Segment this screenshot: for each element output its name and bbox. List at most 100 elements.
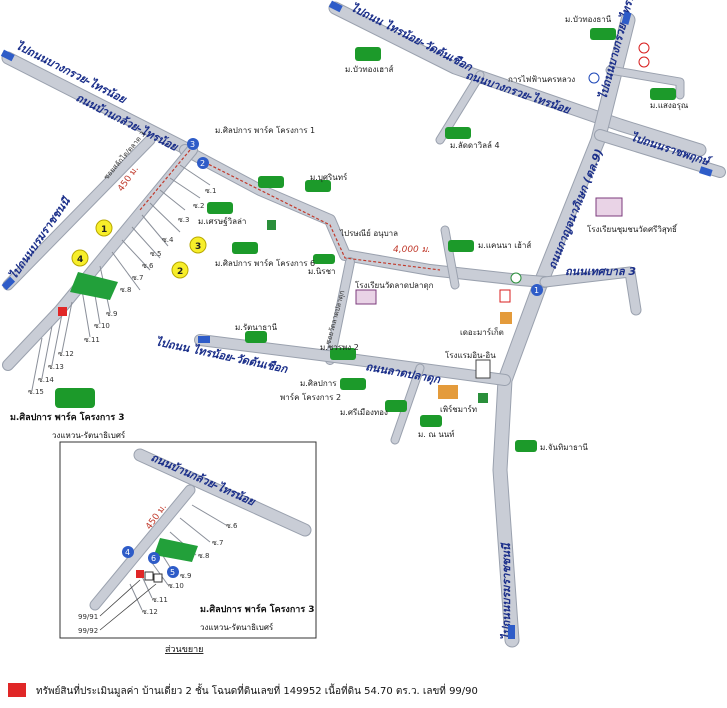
village-icon xyxy=(245,331,267,343)
soi-label: ซ.2 xyxy=(193,202,204,210)
place-label: พาร์ค โครงการ 2 xyxy=(280,392,341,402)
place-label: ม.ลัดดาวิลล์ 4 xyxy=(450,140,500,150)
inset-map: ซ.6 ซ.7 ซ.8 ซ.9 ซ.10 ซ.11 ซ.12 ถนนบ้านกล… xyxy=(59,441,317,639)
village-icon xyxy=(448,240,474,252)
soi-label: ซ.4 xyxy=(162,236,174,244)
place-label: ม.ศรีเมืองทอง xyxy=(340,408,388,417)
soi-label: ซ.10 xyxy=(94,322,110,330)
yellow-marker xyxy=(71,249,89,267)
village-icon xyxy=(515,440,537,452)
soi-label: ซ.12 xyxy=(58,350,74,358)
place-label: โรงเรียนวัดลาดปลาดุก xyxy=(355,280,434,290)
svg-text:5: 5 xyxy=(170,568,175,577)
legend: ทรัพย์สินที่ประเมินมูลค่า บ้านเดี่ยว 2 ช… xyxy=(8,683,478,697)
place-label: ม.ศิลปการ พาร์ค โครงการ 3 xyxy=(200,603,315,615)
place-label: โรงแรมอิน-อิน xyxy=(445,350,496,360)
soi-label: ซ.5 xyxy=(150,250,161,258)
place-label: เดอะมาร์เก็ต xyxy=(460,327,504,337)
soi-label: ซ.14 xyxy=(38,376,54,384)
place-label: โรงเรียนชุมชนวัดศรีวิสุทธิ์ xyxy=(587,223,678,234)
soi-label: ซ.7 xyxy=(212,539,223,547)
road-name: ไปถนน ไทรน้อย-วัดต้นเชือก xyxy=(349,0,476,74)
place-label: ม.ศิลปการ พาร์ค โครงการ 6 xyxy=(215,258,315,268)
village-icon xyxy=(355,47,381,61)
svg-text:1: 1 xyxy=(534,286,539,295)
arrow-icon xyxy=(1,276,16,291)
fuel-icon xyxy=(588,72,600,84)
blue-markers: 3 2 1 xyxy=(187,138,543,296)
village-icon xyxy=(420,415,442,427)
plot-label: 99/91 xyxy=(78,613,98,621)
village-icon xyxy=(650,88,676,100)
blue-marker xyxy=(197,157,209,169)
soi-label: ซ.7 xyxy=(132,274,143,282)
arrow-icon xyxy=(198,336,210,343)
road-name: ไปถนนบรมราชชนนี xyxy=(499,542,513,640)
place-label: เพิร์ชมาร์ท xyxy=(440,404,477,414)
store-icon xyxy=(510,272,522,284)
place-label: ม.บุศรินทร์ xyxy=(310,172,348,182)
soi-label: ซ.13 xyxy=(48,363,64,371)
village-icon xyxy=(55,388,95,408)
plot-label: 99/92 xyxy=(78,627,98,635)
svg-text:2: 2 xyxy=(200,159,205,168)
mart-icon xyxy=(438,385,458,399)
yellow-marker xyxy=(171,261,189,279)
svg-text:2: 2 xyxy=(177,267,183,277)
soi-labels: ซ.1 ซ.2 ซ.3 ซ.4 ซ.5 ซ.6 ซ.7 ซ.8 ซ.9 ซ.10… xyxy=(28,187,216,396)
place-label: ม.แคนนา เฮ้าส์ xyxy=(478,240,531,250)
yellow-markers: 1 2 3 4 xyxy=(71,219,207,279)
soi-label: ซ.9 xyxy=(106,310,117,318)
market-icon xyxy=(499,289,511,303)
place-label: ม.ศิลปการ พาร์ค โครงการ 3 xyxy=(10,411,125,423)
distance-label: 4,000 ม. xyxy=(393,245,430,255)
soi-label: ซ.15 xyxy=(28,388,44,396)
village-icon xyxy=(590,28,616,40)
place-label: ม.แสงอรุณ xyxy=(650,101,689,110)
road-name: ถนนเทศบาล 3 xyxy=(565,265,636,278)
arrow-icon xyxy=(699,166,713,177)
blue-marker xyxy=(167,566,179,578)
soi-label: ซ.11 xyxy=(152,596,168,604)
market-icon xyxy=(500,312,512,324)
soi-label: ซ.3 xyxy=(178,216,189,224)
road-name: ไปถนนบรมราชชนนี xyxy=(6,194,74,282)
blue-marker xyxy=(187,138,199,150)
svg-text:3: 3 xyxy=(190,140,195,149)
store-icon xyxy=(478,393,488,403)
inset-caption: ส่วนขยาย xyxy=(165,645,203,655)
svg-text:1: 1 xyxy=(101,225,107,235)
place-label: ม.ศิลปการ พาร์ค โครงการ 1 xyxy=(215,125,315,135)
soi-label: ซ.10 xyxy=(168,582,184,590)
place-label: ม.บัวทองธานี xyxy=(565,15,612,24)
arrow-icon xyxy=(328,0,343,13)
store-icon xyxy=(267,220,276,230)
place-label: การไฟฟ้านครหลวง xyxy=(508,75,575,84)
arrow-icon xyxy=(621,11,632,25)
soi-label: ซ.11 xyxy=(84,336,100,344)
svg-text:6: 6 xyxy=(151,554,156,563)
distance-routes: 450 ม. 4,000 ม. xyxy=(116,149,441,271)
village-icon xyxy=(385,400,407,412)
place-label: ม.จันทิมาธานี xyxy=(540,443,588,452)
inset-plot xyxy=(144,571,154,581)
village-icon xyxy=(258,176,284,188)
places: ม.บัวทองธานี ม.บัวทองเฮาส์ การไฟฟ้านครหล… xyxy=(10,15,689,600)
green-plot xyxy=(70,272,118,300)
place-label: ไปรษณีย์ อนุบาล xyxy=(339,228,398,238)
village-icon xyxy=(330,348,356,360)
hotel-icon xyxy=(475,359,491,379)
place-label: ม. ณ นนท์ xyxy=(418,429,455,439)
place-label: ม.เศรษฐ์วิลล่า xyxy=(198,216,246,226)
arrow-icon xyxy=(0,49,15,62)
blue-marker xyxy=(122,546,134,558)
village-icon xyxy=(207,202,233,214)
subject-area xyxy=(58,272,118,316)
soi-label: ซ.8 xyxy=(198,552,209,560)
village-icon xyxy=(305,180,331,192)
subject-property-marker xyxy=(58,307,67,316)
soi-label: ซ.1 xyxy=(205,187,216,195)
legend-swatch xyxy=(8,683,26,697)
road-end-arrows xyxy=(0,0,713,639)
